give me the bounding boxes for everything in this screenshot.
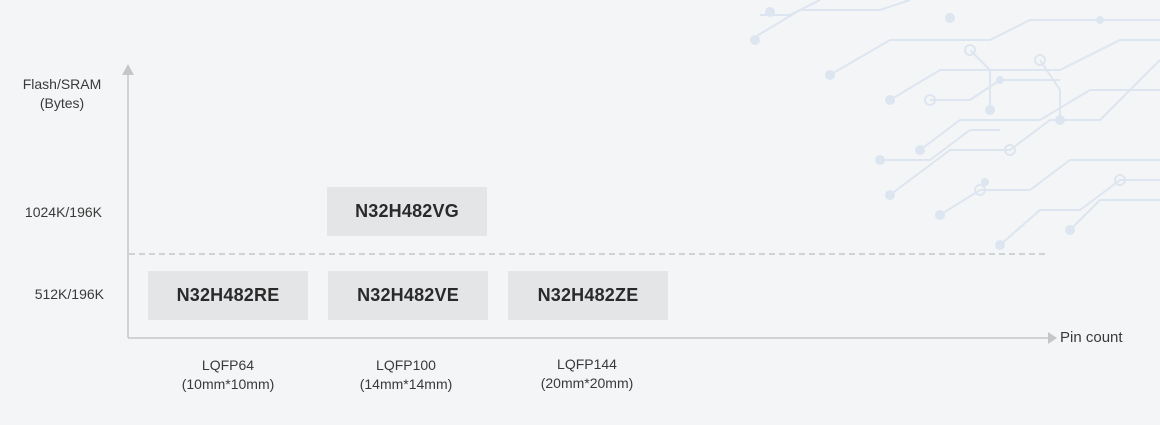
y-axis-arrow-icon	[122, 64, 134, 75]
x-tick-label-lqfp64: LQFP64	[201, 357, 255, 373]
x-axis-title: Pin count	[1060, 329, 1123, 346]
x-tick-sublabel-lqfp100: (14mm*14mm)	[359, 376, 453, 392]
product-chip-n32h482ze[interactable]: N32H482ZE	[508, 271, 668, 320]
x-tick-sublabel-lqfp144: (20mm*20mm)	[540, 375, 634, 391]
y-axis-title-line1: Flash/SRAM	[22, 76, 102, 92]
x-tick-label-lqfp144: LQFP144	[557, 356, 617, 372]
x-axis-arrow-icon	[1048, 332, 1057, 344]
product-chip-n32h482vg[interactable]: N32H482VG	[327, 187, 487, 236]
circuit-decoration	[749, 0, 1160, 250]
product-chip-n32h482ve[interactable]: N32H482VE	[328, 271, 488, 320]
x-tick-label-lqfp100: LQFP100	[376, 357, 436, 373]
y-tick-label-1024k: 1024K/196K	[24, 204, 102, 220]
x-tick-sublabel-lqfp64: (10mm*10mm)	[181, 376, 275, 392]
y-axis-title-line2: (Bytes)	[39, 95, 85, 111]
product-chip-n32h482re[interactable]: N32H482RE	[148, 271, 308, 320]
y-tick-label-512k: 512K/196K	[34, 286, 104, 302]
